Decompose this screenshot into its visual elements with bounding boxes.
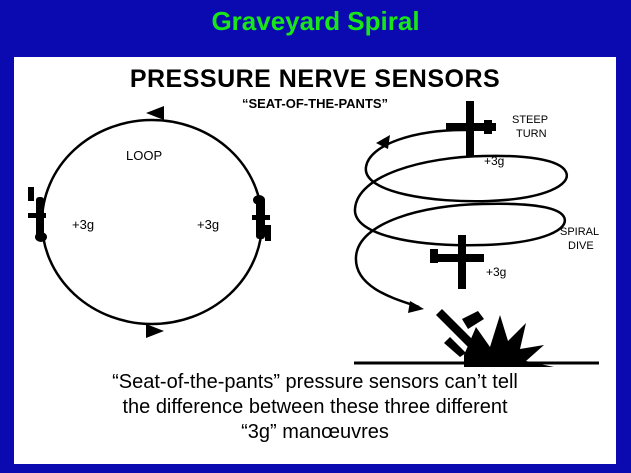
steep-turn-g: +3g	[484, 154, 504, 168]
loop-left-aircraft	[28, 187, 47, 242]
loop-maneuver: LOOP +3g +3g	[28, 106, 271, 338]
caption: “Seat-of-the-pants” pressure sensors can…	[14, 370, 616, 445]
spiral-dive-aircraft	[430, 235, 484, 289]
spiral-maneuver	[353, 128, 569, 313]
spiral-dive-g: +3g	[486, 265, 506, 279]
impact-burst	[464, 315, 554, 367]
caption-line-1: “Seat-of-the-pants” pressure sensors can…	[112, 371, 518, 393]
spiral-arrow-top	[376, 135, 390, 149]
loop-arrow-bottom	[146, 324, 164, 338]
loop-right-g: +3g	[197, 217, 219, 232]
diagram-panel: PRESSURE NERVE SENSORS “SEAT-OF-THE-PANT…	[14, 57, 616, 464]
steep-turn-aircraft	[446, 101, 496, 157]
spiral-dive-label-line2: DIVE	[568, 240, 594, 252]
caption-line-3: “3g” manœuvres	[241, 421, 389, 443]
loop-arrow-top	[146, 106, 164, 120]
steep-turn-label-line2: TURN	[516, 128, 547, 140]
maneuver-diagram: LOOP +3g +3g STEEP TURN +3g SPIRAL DIVE …	[28, 101, 599, 367]
diagram-subheading: “SEAT-OF-THE-PANTS”	[241, 96, 389, 111]
loop-right-aircraft	[252, 195, 271, 241]
spiral-arrow-bottom	[408, 301, 424, 313]
slide-title: Graveyard Spiral	[211, 6, 420, 36]
caption-line-2: the difference between these three diffe…	[122, 396, 508, 418]
loop-label: LOOP	[126, 148, 162, 163]
loop-left-g: +3g	[72, 217, 94, 232]
spiral-path	[353, 128, 569, 309]
spiral-dive-label-line1: SPIRAL	[560, 226, 599, 238]
diagram-heading: PRESSURE NERVE SENSORS	[129, 65, 501, 93]
steep-turn-label-line1: STEEP	[512, 114, 548, 126]
